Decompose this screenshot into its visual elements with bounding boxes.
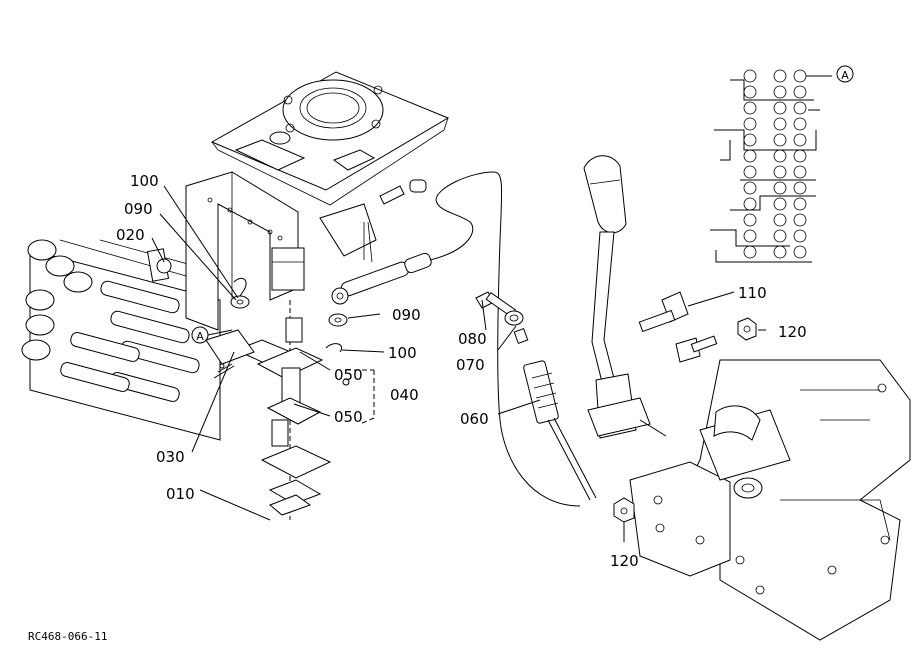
callout-090b: 090 — [392, 306, 421, 324]
shift-lever — [583, 155, 667, 439]
ref-marker-inset — [836, 65, 854, 83]
callout-080: 080 — [458, 330, 487, 348]
callout-labels: 100 090 020 090 100 050 040 050 030 010 … — [116, 172, 807, 570]
lever-arm-upper — [319, 179, 427, 263]
bolt-080 — [475, 291, 517, 318]
callout-120a: 120 — [778, 323, 807, 341]
callout-030: 030 — [156, 448, 185, 466]
control-valve-bank — [21, 239, 221, 441]
callout-100a: 100 — [130, 172, 159, 190]
callout-090a: 090 — [124, 200, 153, 218]
callout-050b: 050 — [334, 408, 363, 426]
control-cable — [331, 171, 581, 507]
callout-120b: 120 — [610, 552, 639, 570]
pin-hole — [219, 363, 225, 369]
callout-010: 010 — [166, 485, 195, 503]
washer-090b — [328, 313, 348, 327]
callout-060: 060 — [460, 410, 489, 428]
callout-050a: 050 — [334, 366, 363, 384]
callout-020: 020 — [116, 226, 145, 244]
cable-end-060 — [523, 360, 597, 501]
callout-100b: 100 — [388, 344, 417, 362]
mounting-frame — [629, 359, 911, 641]
clip-100b — [325, 343, 342, 353]
leader-lines — [151, 185, 766, 542]
pin-dot — [342, 378, 350, 386]
ref-marker-inset-label: A — [841, 69, 849, 82]
pin-030 — [213, 363, 235, 379]
callout-070: 070 — [456, 356, 485, 374]
callout-040: 040 — [390, 386, 419, 404]
ref-marker-valve-label: A — [196, 330, 204, 343]
bolt-upper-right — [675, 335, 718, 363]
bolt-110 — [638, 291, 689, 333]
callout-110: 110 — [738, 284, 767, 302]
nut-120b — [613, 497, 635, 523]
lever-bracket — [185, 171, 305, 331]
drawing-code: RC468-066-11 — [28, 630, 107, 643]
clip-100a — [233, 277, 247, 297]
shift-pattern-inset: A — [710, 65, 854, 263]
fitting-020 — [156, 258, 172, 274]
valve-spools — [60, 280, 200, 402]
nut-070 — [504, 310, 529, 344]
top-mounting-plate — [210, 71, 450, 206]
nut-120a — [737, 317, 757, 341]
shift-shaft-assembly — [205, 300, 350, 520]
